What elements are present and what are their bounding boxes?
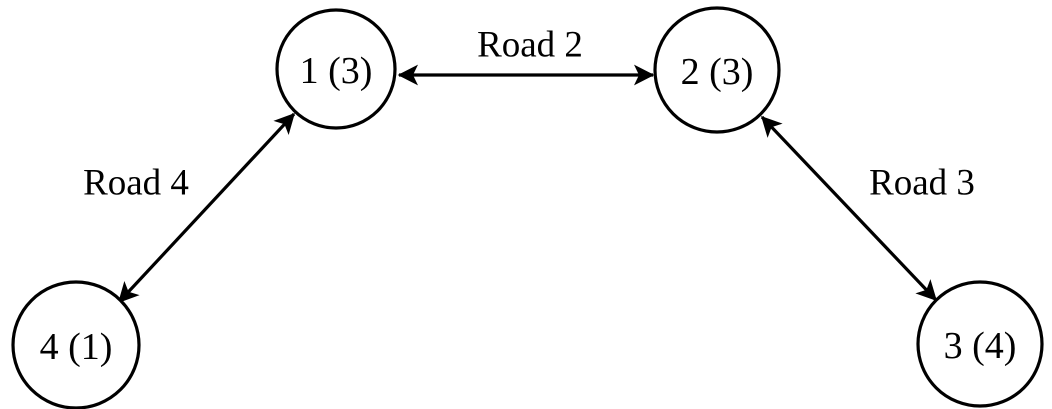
edge-labels-layer: Road 2 Road 3 Road 4 bbox=[83, 25, 975, 204]
node-1-label: 1 (3) bbox=[300, 50, 373, 92]
edge-label-road-2: Road 2 bbox=[477, 25, 583, 66]
edge-label-road-3: Road 3 bbox=[869, 163, 975, 204]
edge-road-4 bbox=[117, 112, 296, 304]
edges-layer bbox=[117, 64, 938, 304]
node-3-label: 3 (4) bbox=[944, 325, 1017, 367]
edge-road-3 bbox=[760, 115, 938, 302]
node-4[interactable]: 4 (1) bbox=[11, 280, 141, 409]
edge-label-road-4: Road 4 bbox=[83, 163, 189, 204]
node-1[interactable]: 1 (3) bbox=[275, 8, 397, 130]
nodes-layer: 1 (3) 2 (3) 3 (4) 4 (1) bbox=[11, 6, 1044, 409]
node-4-label: 4 (1) bbox=[40, 326, 113, 368]
node-2[interactable]: 2 (3) bbox=[653, 6, 781, 134]
node-3[interactable]: 3 (4) bbox=[916, 280, 1044, 408]
node-2-label: 2 (3) bbox=[681, 51, 754, 93]
node-1-circle[interactable] bbox=[275, 8, 397, 130]
node-2-circle[interactable] bbox=[653, 6, 781, 134]
node-4-circle[interactable] bbox=[11, 280, 141, 409]
node-3-circle[interactable] bbox=[916, 280, 1044, 408]
